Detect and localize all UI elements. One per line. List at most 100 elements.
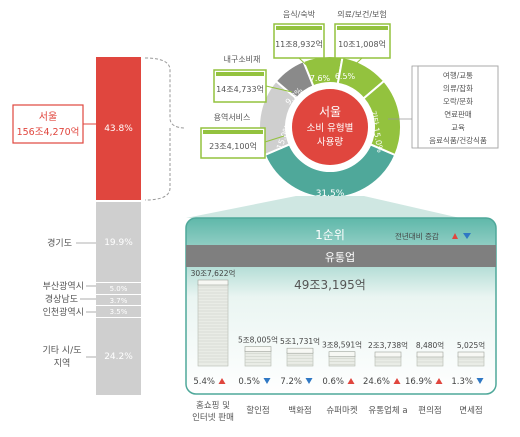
retail-category-labels: 홈쇼핑 및 인터넷 판매 할인점 백화점 슈퍼마켓 유통업체 a 편의점 면세점: [192, 400, 483, 423]
retail-yoy-label-0: 5.4%: [193, 377, 215, 387]
retail-amount-label-2: 5조1,731억: [280, 337, 320, 346]
callout-durable-title: 내구소비재: [224, 55, 261, 64]
panel-connector: [186, 196, 460, 218]
down-triangle-icon: [463, 233, 471, 239]
down-triangle-icon: [476, 378, 484, 384]
panel-total: 49조3,195억: [294, 278, 366, 292]
retail-bar-0: [197, 283, 229, 367]
retail-bar-4: [374, 355, 402, 367]
gyeonggi-pct: 19.9%: [104, 238, 133, 248]
gyeonggi-label: 경기도: [47, 237, 72, 249]
cat-label-department: 백화점: [288, 405, 311, 416]
retail-yoy-label-3: 0.6%: [322, 377, 344, 387]
cat-label-dutyfree: 면세점: [459, 405, 482, 416]
busan-pct: 5.0%: [110, 285, 128, 293]
retail-yoy-label-5: 16.9%: [405, 377, 432, 387]
callout-food: 음식/숙박 11조8,932억: [273, 9, 325, 77]
other-categories: 여행/교통 의류/잡화 오락/문화 연료판매 교육 음료식품/건강식품: [388, 65, 499, 149]
retail-bar-top-6: [457, 351, 485, 358]
donut-slice-0: [263, 143, 397, 199]
cat-label-supermarket: 슈퍼마켓: [326, 405, 357, 416]
up-triangle-icon: [435, 378, 443, 384]
cat-label-convenience: 편의점: [418, 405, 441, 416]
up-triangle-icon: [218, 378, 226, 384]
callout-medical-value: 10조1,008억: [338, 39, 386, 49]
bar-incheon: [96, 306, 141, 317]
retail-bar-top-0: [197, 279, 229, 286]
yoy-legend-label: 전년대비 증감: [395, 231, 439, 241]
donut-center-line3: 사용량: [317, 136, 343, 148]
incheon-label: 인천광역시: [43, 306, 84, 318]
retail-bar-1: [244, 350, 272, 367]
retail-bar-top-5: [416, 351, 444, 358]
callout-service: 용역서비스 23조4,100억: [200, 112, 285, 159]
retail-amount-label-1: 5조8,005억: [238, 336, 278, 345]
up-triangle-icon: [347, 378, 355, 384]
retail-amount-label-3: 3조8,591억: [322, 341, 362, 350]
down-triangle-icon: [263, 378, 271, 384]
region-bar: 43.8% 19.9% 5.0% 3.7% 3.5% 24.2%: [96, 57, 141, 395]
callout-medical-title: 의료/보건/보험: [337, 9, 387, 19]
donut-center: 서울 소비 유형별 사용량: [292, 89, 368, 165]
cat-label-discount: 할인점: [246, 405, 269, 416]
retail-bars: 30조7,622억 5.4% 5조8,005억 0.5% 5조1,731억 7.2% 3조8…: [191, 269, 486, 387]
callout-food-title: 음식/숙박: [283, 9, 316, 19]
donut-label-76: 7.6%: [310, 74, 331, 83]
other-cat-clothing: 의류/잡화: [443, 83, 473, 93]
other-cat-culture: 오락/문화: [443, 97, 473, 106]
other-cat-food: 음료식품/건강식품: [429, 135, 487, 145]
gyeongnam-pct: 3.7%: [110, 297, 128, 305]
busan-label: 부산광역시: [43, 280, 84, 292]
bar-gyeongnam: [96, 295, 141, 305]
distribution-panel: [185, 217, 497, 395]
retail-amount-label-4: 2조3,738억: [368, 341, 408, 350]
etc-pct: 24.2%: [104, 352, 133, 362]
up-triangle-icon: [393, 378, 401, 384]
seoul-amount: 156조4,270억: [17, 126, 80, 138]
seoul-name: 서울: [39, 111, 57, 123]
incheon-pct: 3.5%: [110, 308, 128, 316]
other-categories-box: [417, 65, 499, 149]
etc-label-line1: 기타 시/도: [42, 345, 81, 356]
panel-rank: 1순위: [315, 228, 345, 242]
etc-label-line2: 지역: [54, 358, 71, 369]
retail-yoy-label-2: 7.2%: [280, 377, 302, 387]
retail-bar-2: [286, 351, 314, 367]
donut-center-circle: [292, 89, 368, 165]
bar-etc: [96, 318, 141, 395]
down-triangle-icon: [305, 378, 313, 384]
retail-yoy-label-6: 1.3%: [451, 377, 473, 387]
callout-service-title: 용역서비스: [214, 112, 251, 122]
region-labels: 경기도 부산광역시 경상남도 인천광역시 기타 시/도 지역: [42, 237, 96, 369]
callout-durable: 내구소비재 14조4,733억: [213, 55, 293, 103]
retail-bar-top-2: [286, 347, 314, 354]
other-cat-travel: 여행/교통: [443, 70, 473, 80]
donut-slice-5: [362, 79, 402, 157]
retail-yoy-label-1: 0.5%: [238, 377, 260, 387]
yoy-legend: 전년대비 증감: [395, 231, 471, 241]
up-triangle-icon: [452, 233, 458, 239]
retail-bar-top-1: [244, 346, 272, 352]
donut-center-line2: 소비 유형별: [307, 123, 354, 134]
donut-center-title: 서울: [319, 105, 341, 119]
gyeongnam-label: 경상남도: [45, 293, 78, 305]
seoul-label: 서울 156조4,270억: [12, 104, 96, 144]
callout-medical: 의료/보건/보험 10조1,008억: [334, 9, 391, 75]
cat-label-homeshopping-2: 인터넷 판매: [192, 412, 234, 423]
retail-bar-6: [457, 355, 485, 367]
retail-amount-label-0: 30조7,622억: [191, 269, 236, 278]
donut-label-65: 6.5%: [335, 72, 356, 81]
cat-label-distributor: 유통업체 a: [368, 405, 407, 416]
seoul-pct: 43.8%: [104, 124, 133, 134]
retail-bar-top-3: [328, 351, 356, 358]
other-cat-education: 교육: [451, 123, 465, 132]
retail-bar-top-4: [374, 351, 402, 358]
other-cat-fuel: 연료판매: [444, 110, 472, 119]
retail-bar-3: [328, 355, 356, 367]
callout-durable-value: 14조4,733억: [216, 84, 264, 94]
category-bar: [186, 245, 496, 267]
retail-bar-5: [416, 355, 444, 367]
retail-amount-label-5: 8,480억: [416, 341, 444, 350]
bar-busan: [96, 283, 141, 294]
